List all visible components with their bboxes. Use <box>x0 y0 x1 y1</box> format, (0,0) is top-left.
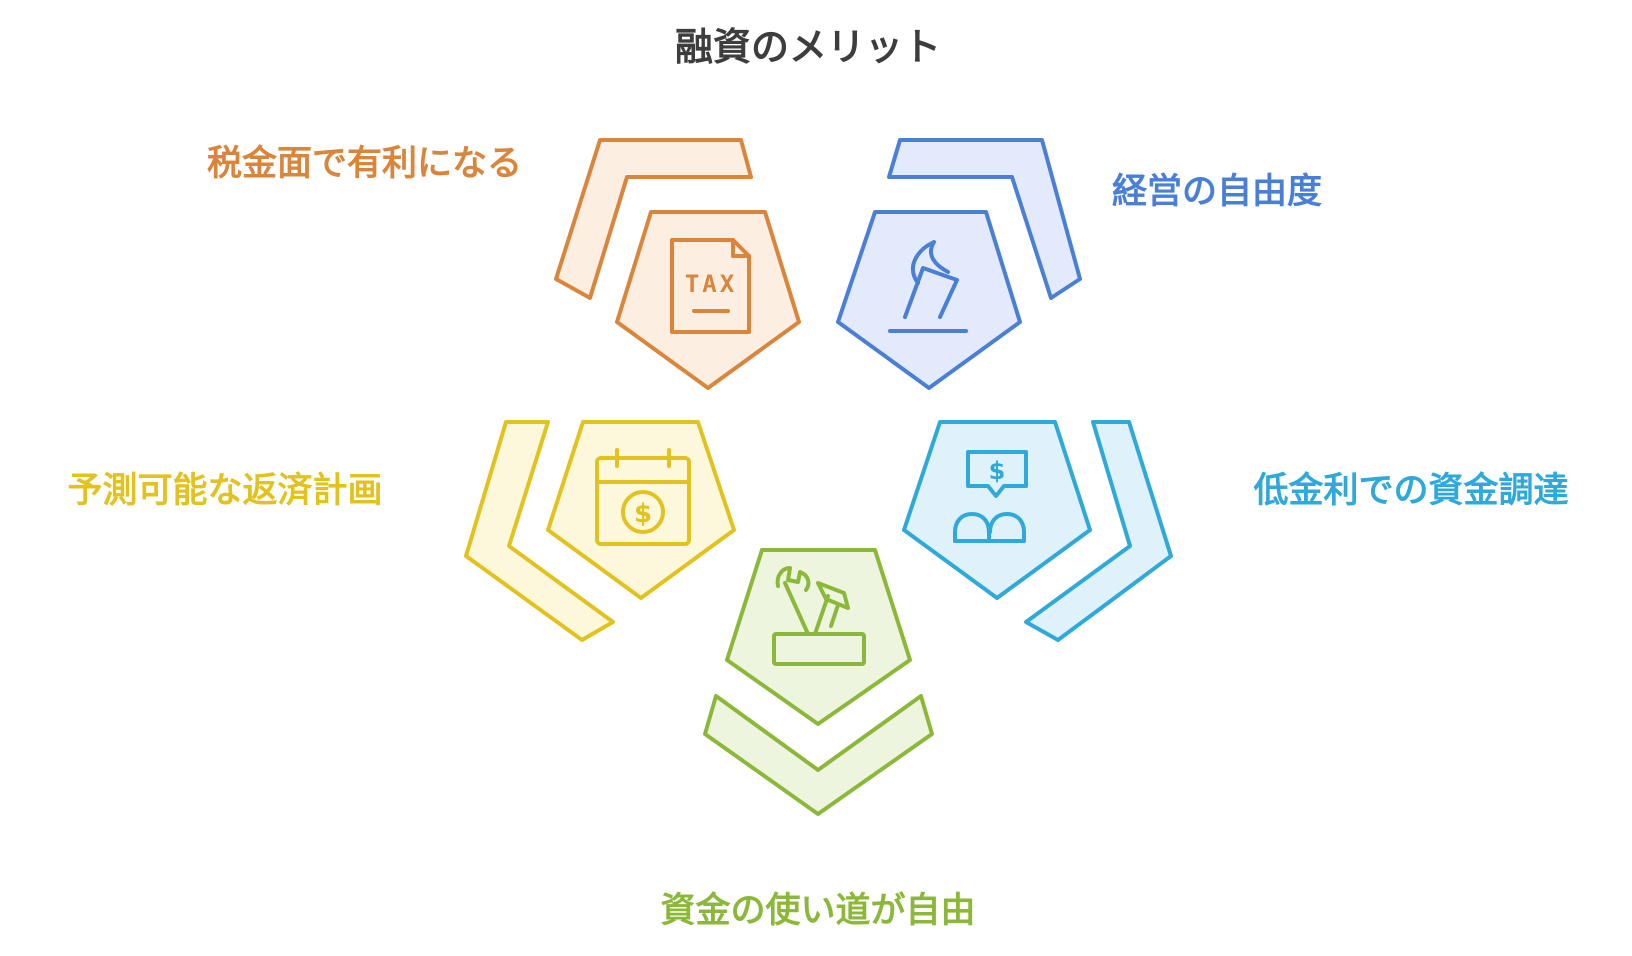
segment-tax-benefit-label: 税金面で有利になる <box>207 143 522 184</box>
segment-low-interest-funding: $ 低金利での資金調達 <box>902 420 1569 642</box>
segment-management-freedom-label: 経営の自由度 <box>1112 172 1322 212</box>
toolbox-icon <box>772 566 866 666</box>
segment-low-interest-funding-chevron <box>1024 420 1173 642</box>
segment-flexible-use-of-funds-label: 資金の使い道が自由 <box>660 890 975 931</box>
segment-tax-benefit-pentagon <box>615 210 801 390</box>
calendar-dollar-sign: $ <box>634 499 652 529</box>
segment-flexible-use-of-funds-pentagon <box>725 548 912 726</box>
tax-icon-text: TAX <box>685 270 737 298</box>
segment-tax-benefit-chevron <box>554 138 753 300</box>
segment-low-interest-funding-label: 低金利での資金調達 <box>1253 470 1568 511</box>
tax-document-icon <box>670 238 751 334</box>
segment-predictable-repayment-chevron <box>464 420 615 642</box>
segment-management-freedom-pentagon <box>836 210 1022 390</box>
segment-management-freedom: 経営の自由度 <box>836 138 1322 390</box>
people-dollar-chat-icon <box>953 450 1028 543</box>
calendar-dollar-icon <box>595 448 691 546</box>
segment-management-freedom-chevron <box>887 138 1082 300</box>
segment-predictable-repayment: $ 予測可能な返済計画 <box>67 420 736 642</box>
segment-flexible-use-of-funds-chevron <box>703 694 934 816</box>
people-chat-dollar-sign: $ <box>989 457 1006 485</box>
ballot-box-icon <box>888 240 968 333</box>
segment-flexible-use-of-funds: 資金の使い道が自由 <box>660 548 976 931</box>
segment-tax-benefit: TAX 税金面で有利になる <box>207 138 801 390</box>
segment-low-interest-funding-pentagon <box>902 420 1092 600</box>
diagram-title: 融資のメリット <box>675 25 941 69</box>
segment-predictable-repayment-label: 予測可能な返済計画 <box>67 471 382 511</box>
